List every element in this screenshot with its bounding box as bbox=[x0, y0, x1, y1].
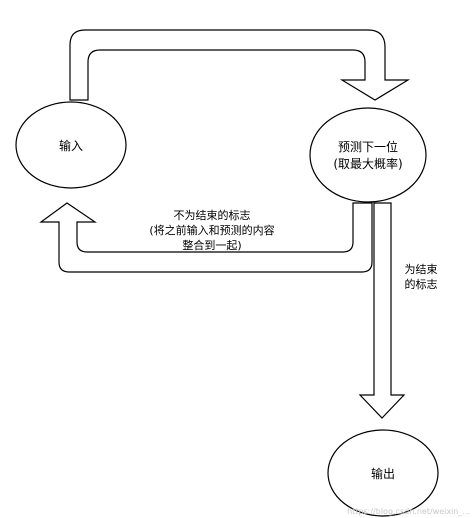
arrow-predict-to-output bbox=[358, 202, 406, 419]
arrow-input-to-predict bbox=[69, 29, 411, 101]
arrow-predict-to-input bbox=[39, 202, 373, 273]
node-output-label: 输出 bbox=[371, 466, 395, 481]
node-input-label: 输入 bbox=[59, 138, 83, 153]
edge-loop-back-label-line1: 不为结束的标志 bbox=[174, 208, 251, 222]
node-output bbox=[327, 429, 439, 517]
node-predict-label-line1: 预测下一位 bbox=[338, 139, 398, 154]
watermark: https://blog.csdn.net/weixin_... bbox=[347, 507, 470, 516]
node-predict-label-line2: (取最大概率) bbox=[333, 156, 402, 171]
node-input bbox=[15, 101, 127, 189]
edge-loop-back-label-line2: (将之前输入和预测的内容 bbox=[149, 223, 274, 237]
edge-loop-back-label-line3: 整合到一起) bbox=[182, 238, 241, 252]
edge-to-output-label-line1: 为结束 bbox=[405, 263, 438, 276]
node-predict bbox=[309, 107, 427, 203]
edge-to-output-label-line2: 的标志 bbox=[405, 277, 438, 291]
